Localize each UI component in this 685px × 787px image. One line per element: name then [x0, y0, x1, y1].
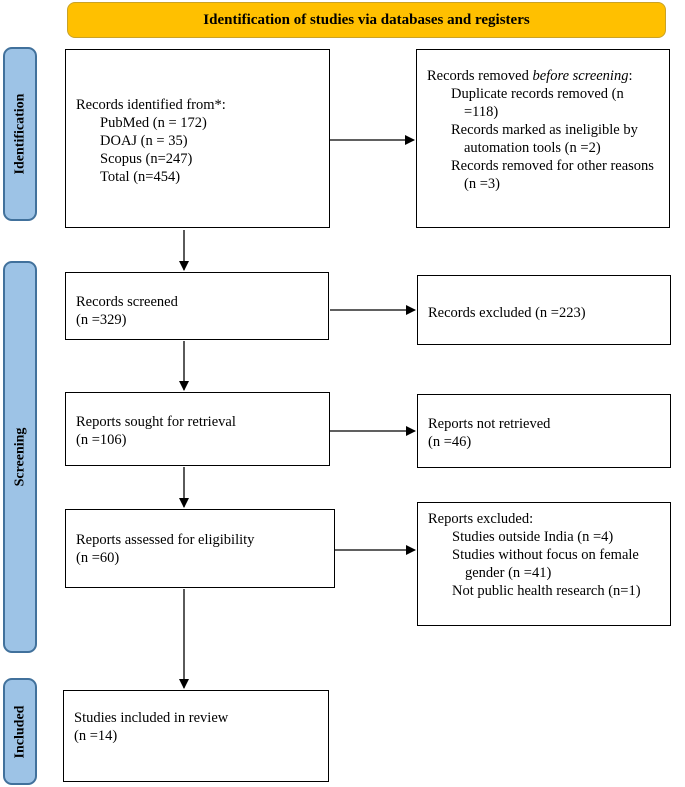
records-identified-box: Records identified from*: PubMed (n = 17… [65, 49, 330, 228]
removed-duplicates: Duplicate records removed (n =118) [451, 86, 624, 120]
flow-header: Identification of studies via databases … [67, 2, 666, 38]
records-removed-heading-suffix: : [628, 68, 633, 84]
reports-assessed-box: Reports assessed for eligibility (n =60) [65, 509, 335, 588]
reports-sought-count: (n =106) [76, 432, 127, 448]
studies-included-label: Studies included in review [74, 710, 229, 726]
removed-other: Records removed for other reasons (n =3) [451, 158, 654, 192]
studies-included-box: Studies included in review (n =14) [63, 690, 329, 782]
records-excluded-box: Records excluded (n =223) [417, 275, 671, 345]
studies-included-count: (n =14) [74, 728, 118, 744]
source-total: Total (n=454) [100, 169, 181, 185]
excluded-outside-india: Studies outside India (n =4) [452, 529, 614, 545]
flow-header-title: Identification of studies via databases … [203, 11, 530, 28]
phase-identification: Identification [3, 47, 37, 221]
reports-not-retrieved-count: (n =46) [428, 434, 472, 450]
records-screened-box: Records screened (n =329) [65, 272, 329, 340]
reports-not-retrieved-box: Reports not retrieved (n =46) [417, 394, 671, 468]
reports-assessed-count: (n =60) [76, 550, 120, 566]
reports-sought-label: Reports sought for retrieval [76, 414, 236, 430]
records-screened-count: (n =329) [76, 312, 127, 328]
phase-screening: Screening [3, 261, 37, 653]
reports-not-retrieved-label: Reports not retrieved [428, 416, 551, 432]
records-excluded-label: Records excluded (n =223) [428, 305, 586, 321]
removed-automation: Records marked as ineligible by automati… [451, 122, 638, 156]
records-identified-heading: Records identified from*: [76, 97, 226, 113]
excluded-not-public-health: Not public health research (n=1) [452, 583, 641, 599]
reports-sought-box: Reports sought for retrieval (n =106) [65, 392, 330, 466]
phase-included: Included [3, 678, 37, 785]
excluded-no-female-focus: Studies without focus on female gender (… [452, 547, 639, 581]
source-pubmed: PubMed (n = 172) [100, 115, 207, 131]
records-removed-heading-prefix: Records removed [427, 68, 533, 84]
source-doaj: DOAJ (n = 35) [100, 133, 188, 149]
records-removed-box: Records removed before screening: Duplic… [416, 49, 670, 228]
reports-assessed-label: Reports assessed for eligibility [76, 532, 255, 548]
records-removed-heading: Records removed before screening: [427, 67, 659, 85]
records-screened-label: Records screened [76, 294, 178, 310]
reports-excluded-heading: Reports excluded: [428, 511, 534, 527]
source-scopus: Scopus (n=247) [100, 151, 193, 167]
records-removed-heading-emphasis: before screening [532, 68, 629, 84]
reports-excluded-box: Reports excluded: Studies outside India … [417, 502, 671, 626]
